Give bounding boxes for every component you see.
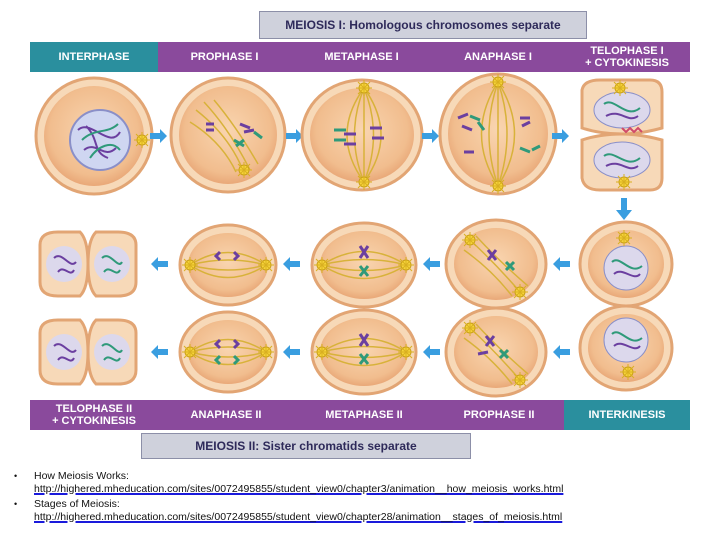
arrow-right-icon (286, 129, 303, 143)
arrow-left-icon (423, 257, 440, 271)
arrow-left-icon (151, 257, 168, 271)
phase-label-prophase-2: PROPHASE II (434, 400, 564, 430)
reference-title: Stages of Meiosis: (34, 498, 120, 510)
cell-anaphase-1 (438, 72, 558, 196)
reference-link[interactable]: http://highered.mheducation.com/sites/00… (34, 483, 564, 495)
reference-link[interactable]: http://highered.mheducation.com/sites/00… (34, 511, 563, 523)
phase-label-anaphase-1: ANAPHASE I (432, 42, 564, 72)
cell-metaphase-2-lower (310, 308, 418, 396)
cell-prophase-2-lower (444, 306, 548, 398)
arrow-left-icon (283, 345, 300, 359)
arrow-left-icon (553, 257, 570, 271)
cell-interkinesis-upper (578, 220, 674, 308)
arrow-right-icon (422, 129, 439, 143)
reference-list: • How Meiosis Works: http://highered.mhe… (14, 470, 714, 526)
cell-metaphase-1 (300, 78, 424, 192)
phase-label-interphase: INTERPHASE (30, 42, 158, 72)
bullet: • (14, 499, 18, 509)
phase-label-telophase-2: TELOPHASE II + CYTOKINESIS (30, 400, 158, 430)
reference-title: How Meiosis Works: (34, 470, 129, 482)
phase-label-metaphase-1: METAPHASE I (291, 42, 432, 72)
arrow-left-icon (151, 345, 168, 359)
reference-item: • Stages of Meiosis: http://highered.mhe… (14, 498, 714, 524)
bullet: • (14, 471, 18, 481)
cell-telophase-2-upper (38, 230, 138, 298)
cell-anaphase-2-upper (178, 223, 278, 307)
cell-prophase-1 (169, 76, 287, 194)
meiosis-1-phase-bar: INTERPHASE PROPHASE I METAPHASE I ANAPHA… (30, 42, 690, 72)
cell-telophase-2-lower (38, 318, 138, 386)
arrow-left-icon (553, 345, 570, 359)
cell-telophase-1 (580, 78, 664, 192)
arrow-left-icon (283, 257, 300, 271)
reference-item: • How Meiosis Works: http://highered.mhe… (14, 470, 714, 496)
phase-label-interkinesis: INTERKINESIS (564, 400, 690, 430)
cell-metaphase-2-upper (310, 221, 418, 309)
meiosis-2-banner: MEIOSIS II: Sister chromatids separate (141, 433, 471, 459)
phase-label-metaphase-2: METAPHASE II (294, 400, 434, 430)
arrow-left-icon (423, 345, 440, 359)
meiosis-2-phase-bar: TELOPHASE II + CYTOKINESIS ANAPHASE II M… (30, 400, 690, 430)
arrow-down-icon (616, 198, 632, 220)
phase-label-anaphase-2: ANAPHASE II (158, 400, 294, 430)
cell-prophase-2-upper (444, 218, 548, 310)
phase-label-telophase-1: TELOPHASE I + CYTOKINESIS (564, 42, 690, 72)
cell-anaphase-2-lower (178, 310, 278, 394)
cell-interkinesis-lower (578, 304, 674, 392)
meiosis-1-banner: MEIOSIS I: Homologous chromosomes separa… (259, 11, 587, 39)
phase-label-prophase-1: PROPHASE I (158, 42, 291, 72)
cell-interphase (34, 76, 154, 196)
